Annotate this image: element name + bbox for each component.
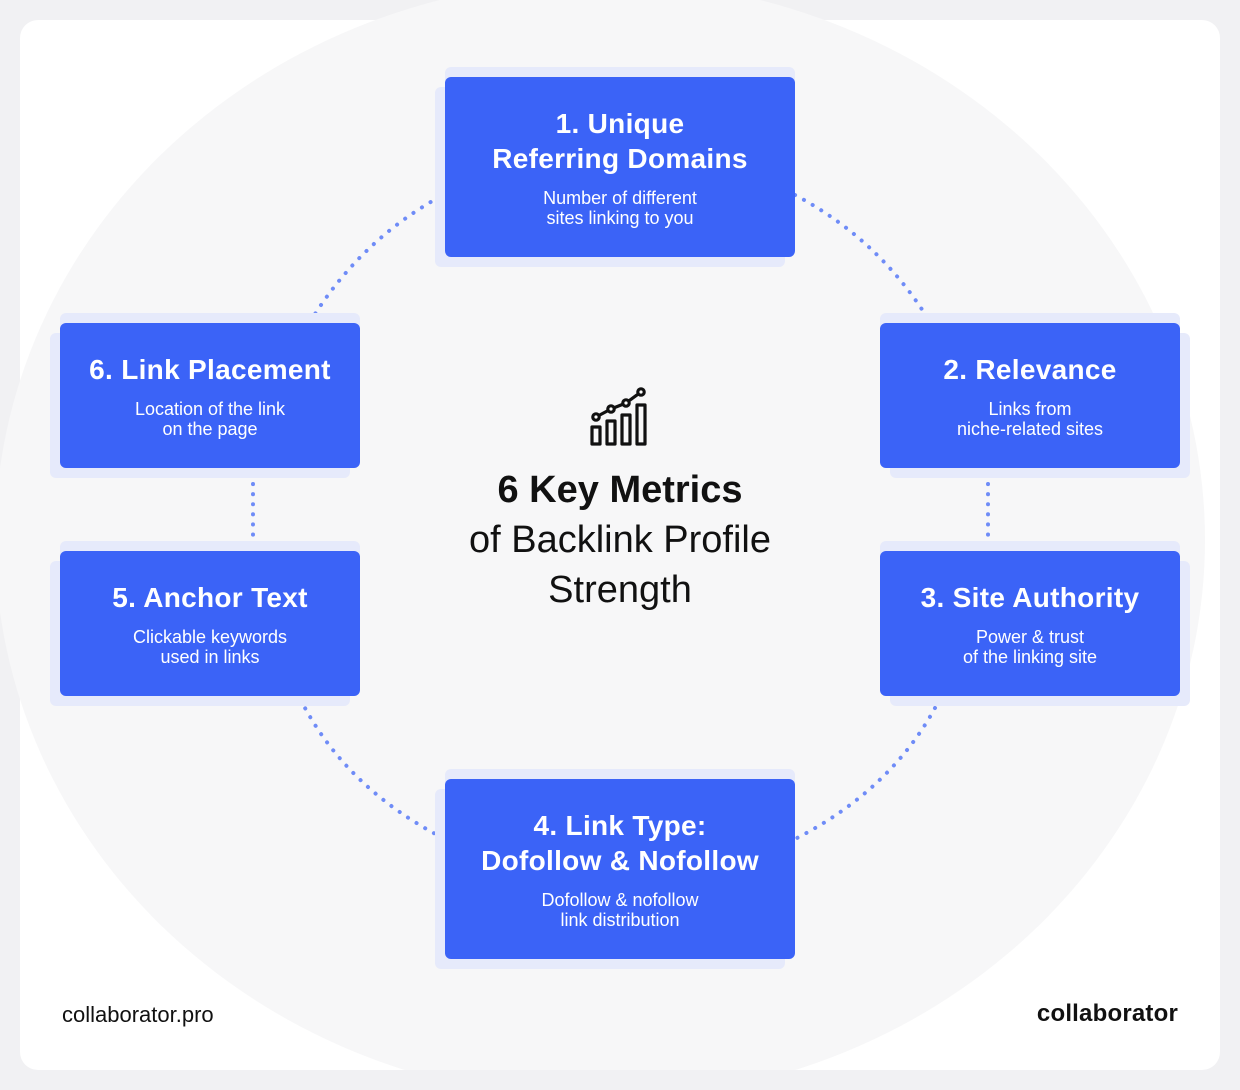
metric-title: 1. Unique Referring Domains xyxy=(492,108,748,174)
metric-card-unique-referring-domains: 1. Unique Referring Domains Number of di… xyxy=(445,77,795,257)
metric-card-link-placement: 6. Link Placement Location of the link o… xyxy=(60,323,360,468)
metric-title: 4. Link Type: Dofollow & Nofollow xyxy=(481,810,759,876)
metric-description: Location of the link on the page xyxy=(134,399,286,439)
center-title-block: 6 Key Metrics of Backlink Profile Streng… xyxy=(400,385,840,615)
metric-card-relevance: 2. Relevance Links from niche-related si… xyxy=(880,323,1180,468)
metric-card-link-type: 4. Link Type: Dofollow & Nofollow Dofoll… xyxy=(445,779,795,959)
growth-chart-icon xyxy=(590,387,647,446)
diagram-subheadline: of Backlink Profile Strength xyxy=(468,519,771,611)
diagram-headline: 6 Key Metrics xyxy=(497,469,743,511)
brand-logo: collaborator xyxy=(1036,1000,1178,1027)
metric-title: 2. Relevance xyxy=(943,354,1117,385)
metric-description: Dofollow & nofollow link distribution xyxy=(541,890,699,930)
metric-title: 6. Link Placement xyxy=(89,354,331,385)
metric-card-anchor-text: 5. Anchor Text Clickable keywords used i… xyxy=(60,551,360,696)
footer-website: collaborator.pro xyxy=(62,1002,214,1027)
metric-description: Number of different sites linking to you xyxy=(543,188,697,228)
metric-description: Power & trust of the linking site xyxy=(962,627,1098,667)
metric-title: 3. Site Authority xyxy=(920,582,1140,613)
metric-title: 5. Anchor Text xyxy=(112,582,308,613)
metric-card-site-authority: 3. Site Authority Power & trust of the l… xyxy=(880,551,1180,696)
metric-description: Clickable keywords used in links xyxy=(132,627,288,667)
metric-description: Links from niche-related sites xyxy=(956,399,1104,439)
